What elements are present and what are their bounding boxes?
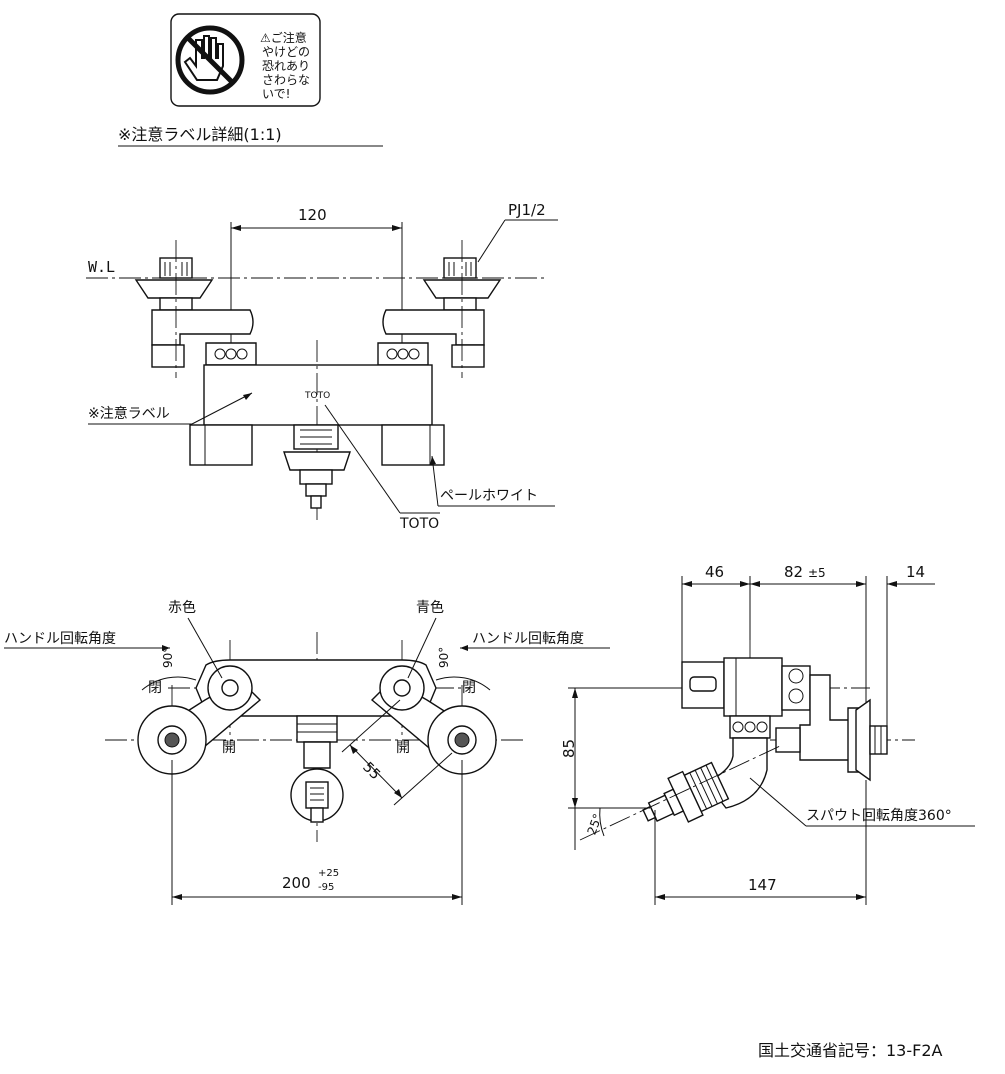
handle-angle-right-label: ハンドル回転角度 bbox=[472, 631, 584, 647]
caution-line-2: やけどの bbox=[262, 45, 310, 59]
tolerance-minus: -95 bbox=[318, 882, 334, 893]
label-callout: ※注意ラベル bbox=[88, 405, 170, 422]
handle-angle-left-label: ハンドル回転角度 bbox=[4, 631, 116, 647]
dim-46: 46 bbox=[705, 563, 724, 581]
dim-120: 120 bbox=[298, 206, 327, 224]
dim-200: 200 bbox=[282, 874, 311, 892]
blue-label: 青色 bbox=[416, 599, 444, 616]
brand-callout: TOTO bbox=[399, 516, 439, 532]
dim-85: 85 bbox=[560, 739, 578, 758]
caution-line-4: さわらな bbox=[262, 73, 310, 87]
close-right: 閉 bbox=[462, 680, 476, 696]
caution-line-5: いで! bbox=[262, 87, 290, 101]
red-label: 赤色 bbox=[168, 599, 196, 616]
caution-line-3: 恐れあり bbox=[262, 59, 310, 73]
no-touch-icon bbox=[175, 25, 245, 95]
side-view: 46 82 ±5 14 bbox=[560, 563, 975, 905]
open-right: 開 bbox=[396, 740, 410, 756]
body-brand-mark: TOTO bbox=[304, 391, 330, 401]
front-view: 赤色 青色 ハンドル回転角度 ハンドル回転角度 90° 90° 閉 開 閉 開 … bbox=[4, 599, 610, 905]
spout-rotation-note: スパウト回転角度360° bbox=[806, 808, 952, 824]
dim-82: 82 bbox=[784, 563, 803, 581]
pipe-thread-label: PJ1/2 bbox=[508, 201, 546, 219]
color-callout: ペールホワイト bbox=[440, 488, 538, 504]
caution-label-caption: ※注意ラベル詳細(1:1) bbox=[118, 125, 282, 144]
tolerance-plus: +25 bbox=[318, 868, 339, 879]
top-view: W.L 120 PJ1/2 bbox=[86, 201, 558, 532]
angle-90-right: 90° bbox=[437, 647, 451, 668]
dim-82-tol: ±5 bbox=[808, 566, 826, 580]
close-left: 閉 bbox=[148, 680, 162, 696]
open-left: 開 bbox=[222, 740, 236, 756]
angle-90-left: 90° bbox=[161, 647, 175, 668]
caution-line-1: ⚠ご注意 bbox=[260, 30, 307, 45]
dim-147: 147 bbox=[748, 876, 777, 894]
angle-25: 25° bbox=[585, 812, 605, 837]
caution-label: ⚠ご注意 やけどの 恐れあり さわらな いで! bbox=[170, 13, 321, 107]
dim-55: 55 bbox=[359, 759, 383, 783]
mlit-code: 国土交通省記号：13-F2A bbox=[758, 1041, 943, 1060]
water-line-label: W.L bbox=[88, 258, 115, 276]
dim-14: 14 bbox=[906, 563, 925, 581]
